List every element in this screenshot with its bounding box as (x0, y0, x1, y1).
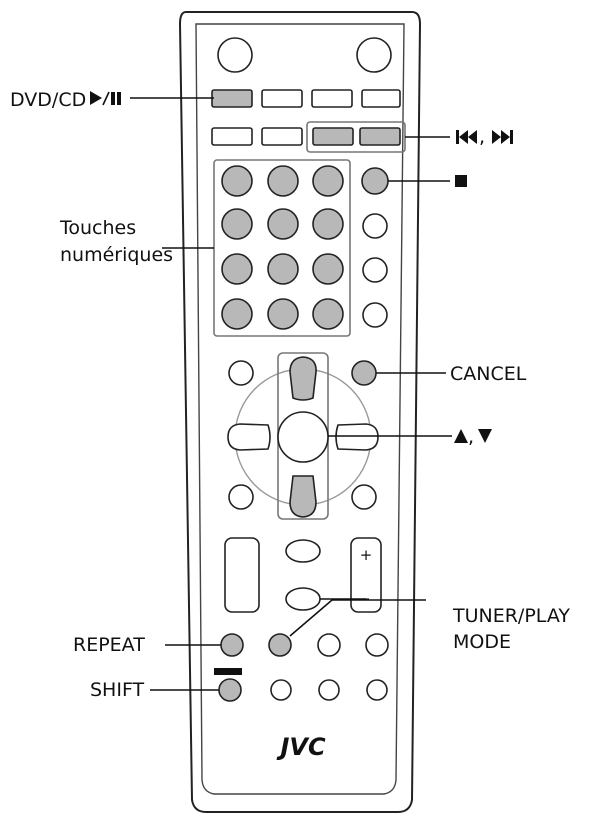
tuner-play-mode-button[interactable] (268, 633, 292, 657)
triangle-up-icon (454, 429, 468, 443)
number-key[interactable] (312, 298, 344, 330)
number-key[interactable] (221, 253, 253, 285)
skip-previous-button[interactable] (312, 127, 354, 146)
shift-button[interactable] (218, 678, 242, 702)
cancel-label: CANCEL (450, 363, 527, 385)
numeric-keypad (221, 165, 344, 330)
bottom-row2-button[interactable] (270, 679, 292, 701)
right-column-button[interactable] (362, 302, 388, 328)
right-column-button[interactable] (362, 213, 388, 239)
source-button-3[interactable] (311, 89, 353, 108)
play-pause-icon (90, 91, 121, 106)
number-key[interactable] (312, 165, 344, 197)
skip-separator-text: , (479, 126, 485, 148)
tuner-label-line1: TUNER/PLAY (452, 605, 570, 627)
shift-bar-indicator (214, 668, 242, 675)
number-key[interactable] (267, 298, 299, 330)
volume-rocker-button[interactable] (350, 537, 382, 613)
number-key[interactable] (312, 208, 344, 240)
stop-icon (455, 175, 467, 187)
stop-button[interactable] (361, 167, 389, 195)
nav-corner-bottom-left-button[interactable] (228, 484, 254, 510)
repeat-button[interactable] (220, 633, 244, 657)
row2-button-1[interactable] (211, 127, 253, 146)
left-rocker-button[interactable] (224, 537, 260, 613)
row2-button-2[interactable] (261, 127, 303, 146)
skip-next-button[interactable] (359, 127, 401, 146)
triangle-down-icon (478, 429, 492, 443)
number-key[interactable] (312, 253, 344, 285)
nav-down-button[interactable] (289, 475, 317, 518)
bottom-row1-button[interactable] (317, 633, 341, 657)
number-key[interactable] (221, 208, 253, 240)
tuner-label-line2: MODE (453, 631, 511, 653)
number-key[interactable] (267, 165, 299, 197)
right-column-button[interactable] (362, 257, 388, 283)
number-key[interactable] (267, 253, 299, 285)
nav-left-button[interactable] (227, 423, 271, 451)
number-key[interactable] (267, 208, 299, 240)
bottom-row2-button[interactable] (366, 679, 388, 701)
top-right-button[interactable] (356, 37, 392, 73)
bottom-row2-button[interactable] (318, 679, 340, 701)
number-key[interactable] (221, 298, 253, 330)
middle-button[interactable] (285, 539, 321, 563)
nav-corner-bottom-right-button[interactable] (351, 484, 377, 510)
cancel-button[interactable] (351, 360, 377, 386)
nav-right-button[interactable] (335, 423, 379, 451)
repeat-label: REPEAT (73, 634, 145, 656)
volume-minus-mark: – (362, 589, 370, 607)
nav-enter-button[interactable] (277, 411, 329, 463)
skip-previous-icon (456, 130, 477, 144)
updown-separator-text: , (468, 426, 474, 448)
bottom-row1-button[interactable] (365, 633, 389, 657)
touches-label-line2: numériques (60, 244, 173, 266)
jvc-logo-text: JVC (276, 733, 326, 761)
source-button-row (211, 89, 401, 108)
dvd-cd-play-pause-button[interactable] (211, 89, 253, 108)
source-button-2[interactable] (261, 89, 303, 108)
nav-corner-top-left-button[interactable] (228, 360, 254, 386)
nav-up-button[interactable] (289, 356, 317, 401)
shift-label: SHIFT (90, 679, 145, 701)
touches-label-line1: Touches (59, 217, 136, 239)
number-key[interactable] (221, 165, 253, 197)
skip-next-icon (492, 130, 513, 144)
volume-plus-mark: + (360, 546, 373, 564)
dvd-cd-label: DVD/CD (10, 89, 86, 111)
middle-lower-button[interactable] (285, 587, 321, 611)
source-button-4[interactable] (361, 89, 401, 108)
leader-tuner (289, 599, 426, 637)
navigation-cluster (227, 352, 379, 520)
top-left-button[interactable] (217, 37, 253, 73)
